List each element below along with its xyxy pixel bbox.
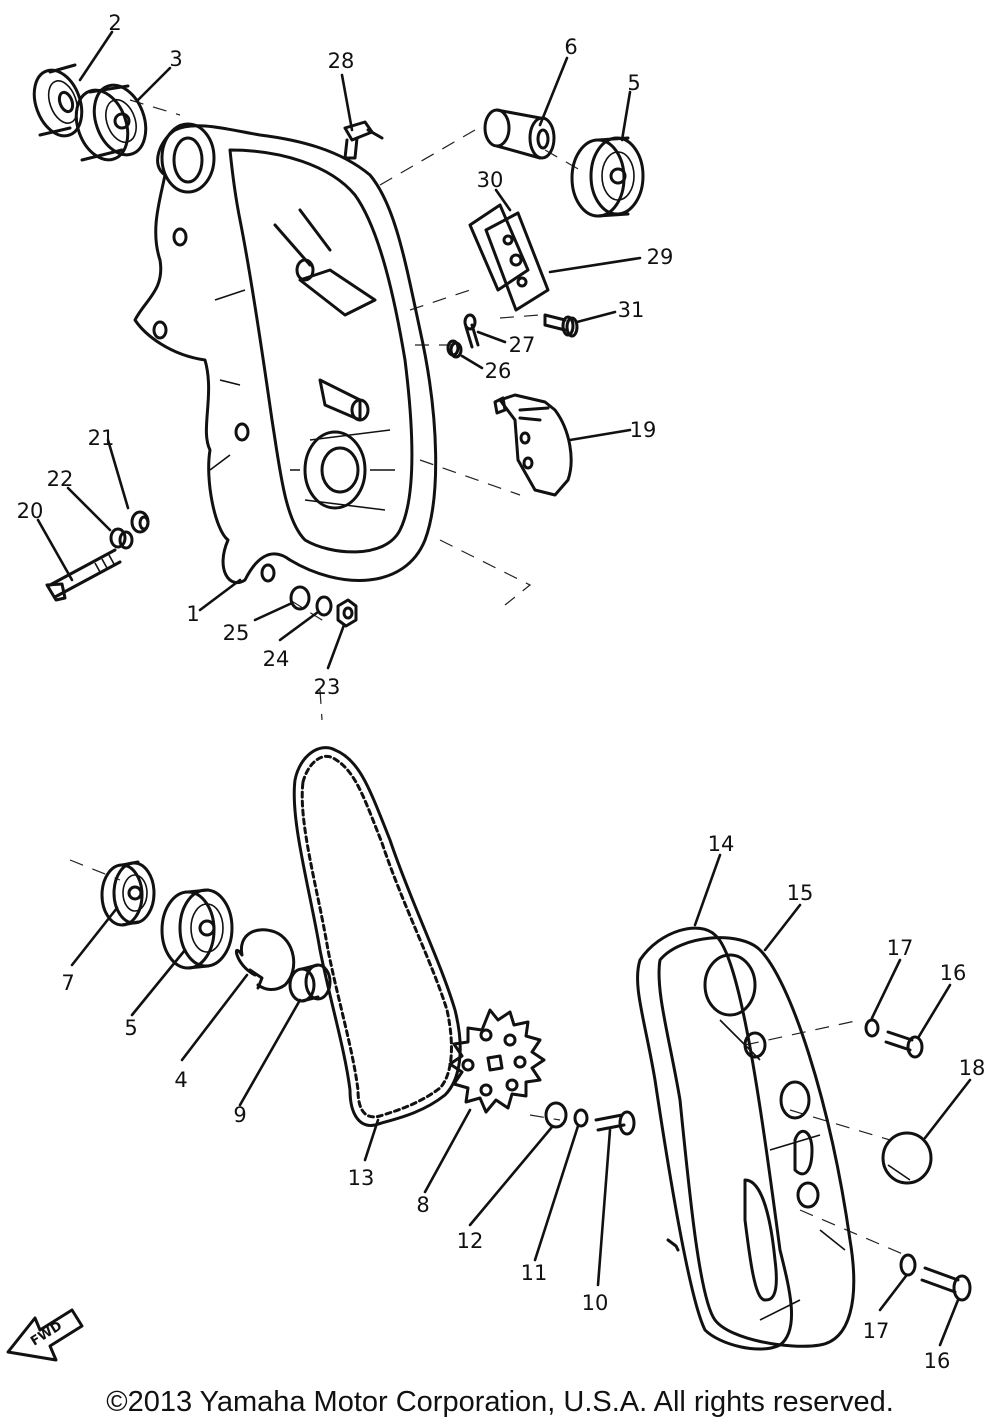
callout-10: 10 [582,1291,609,1315]
callout-26: 26 [485,359,512,383]
callout-17-bottom: 17 [863,1319,890,1343]
part-spacer-9 [288,963,332,1003]
part-screw-27 [463,313,480,349]
callout-20: 20 [17,499,44,523]
exploded-parts-diagram: FWD 2 3 28 6 5 30 29 31 27 26 19 21 22 2… [6,11,986,1373]
callout-7: 7 [61,971,74,995]
copyright-notice: ©2013 Yamaha Motor Corporation, U.S.A. A… [106,1386,894,1418]
callout-14: 14 [708,832,735,856]
part-fitting-28 [343,120,384,160]
callout-6: 6 [564,35,577,59]
callout-30: 30 [477,168,504,192]
part-shoe-19 [493,393,573,497]
part-bearing-5-lower [160,888,234,970]
callout-5-top: 5 [627,71,640,95]
callout-12: 12 [457,1229,484,1253]
callout-19: 19 [630,418,657,442]
part-circlip-4 [234,928,296,991]
callout-24: 24 [263,647,290,671]
part-chain-cover-14-15 [636,926,856,1351]
callout-16-bottom: 16 [924,1349,951,1373]
callout-4: 4 [174,1068,187,1092]
part-bearing-2 [32,63,84,138]
callout-21: 21 [88,426,115,450]
callout-29: 29 [647,245,674,269]
leader-lines [36,30,972,1347]
part-bolt-20 [45,548,122,602]
part-washer-26 [446,339,463,359]
callout-numbers: 2 3 28 6 5 30 29 31 27 26 19 21 22 20 1 … [17,11,986,1373]
part-plates-29-30 [468,203,550,312]
callout-2: 2 [108,11,121,35]
callout-16-top: 16 [940,961,967,985]
part-bearing-3 [74,83,148,162]
part-washer-bolt-16-17-top [864,1018,924,1059]
callout-11: 11 [521,1261,548,1285]
callout-1: 1 [186,602,199,626]
part-washers-bolt-10-12 [544,1101,636,1136]
callout-31: 31 [618,298,645,322]
callout-22: 22 [47,467,74,491]
callout-25: 25 [223,621,250,645]
callout-5-lower: 5 [124,1016,137,1040]
callout-17-top: 17 [887,936,914,960]
callout-9: 9 [233,1103,246,1127]
callout-8: 8 [416,1193,429,1217]
part-bearing-7 [100,860,156,927]
part-washers-21-22 [109,510,150,550]
callout-13: 13 [348,1166,375,1190]
part-chain-13 [292,746,462,1127]
part-bolt-31 [543,313,579,338]
callout-27: 27 [509,333,536,357]
callout-23: 23 [314,675,341,699]
part-bearing-5-top [570,136,645,218]
fwd-label: FWD [28,1319,65,1350]
callout-28: 28 [328,49,355,73]
part-case-1 [133,122,438,584]
fwd-arrow-icon: FWD [6,1308,84,1362]
callout-3: 3 [169,47,182,71]
alignment-lines [69,99,906,1256]
part-washers-nut-23-25 [289,585,358,628]
callout-15: 15 [787,881,814,905]
callout-18: 18 [959,1056,986,1080]
part-sprocket-8 [448,1008,546,1114]
part-washer-bolt-16-17-bottom [899,1253,972,1302]
part-cap-18 [881,1131,933,1185]
